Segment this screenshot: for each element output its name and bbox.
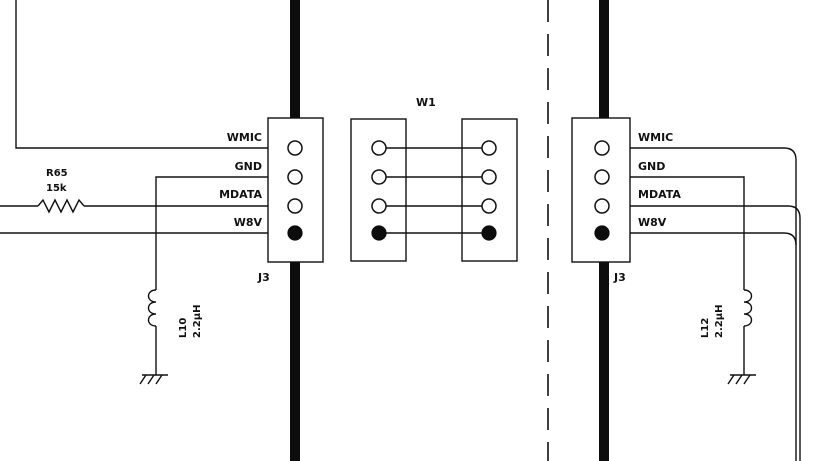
gnd-trace-right bbox=[630, 176, 745, 290]
pin-left-gnd bbox=[287, 169, 303, 185]
jumper-pin-a1 bbox=[371, 140, 387, 156]
jumper-pin-b3 bbox=[481, 198, 497, 214]
pin-label-right-mdata: MDATA bbox=[638, 188, 681, 201]
jumper-pin-b2 bbox=[481, 169, 497, 185]
inductor-left-designator: L10 bbox=[178, 318, 189, 338]
ground-symbol-left bbox=[139, 374, 168, 385]
jumper-pin-a3 bbox=[371, 198, 387, 214]
jumper-designator: W1 bbox=[416, 96, 436, 109]
wmic-trace-left bbox=[15, 0, 285, 149]
resistor-designator: R65 bbox=[46, 168, 68, 179]
ground-symbol-right bbox=[727, 374, 756, 385]
inductor-l12-symbol bbox=[743, 289, 753, 375]
pin-left-wmic bbox=[287, 140, 303, 156]
mdata-trace-right bbox=[630, 205, 801, 461]
inductor-right-designator: L12 bbox=[700, 318, 711, 338]
jumper-pin-b4 bbox=[481, 225, 497, 241]
pin-label-right-gnd: GND bbox=[638, 160, 665, 173]
pin-right-gnd bbox=[594, 169, 610, 185]
inductor-left-value: 2.2µH bbox=[192, 305, 203, 338]
connector-right-designator: J3 bbox=[613, 271, 626, 284]
pin-label-left-wmic: WMIC bbox=[227, 131, 262, 144]
jumper-pin-a2 bbox=[371, 169, 387, 185]
pin-label-left-mdata: MDATA bbox=[219, 188, 262, 201]
connector-left-designator: J3 bbox=[257, 271, 270, 284]
inductor-l10-symbol bbox=[147, 289, 157, 375]
wmic-trace-right bbox=[630, 147, 797, 461]
pin-label-left-gnd: GND bbox=[235, 160, 262, 173]
pin-label-left-w8v: W8V bbox=[234, 216, 263, 229]
jumper-pin-a4 bbox=[371, 225, 387, 241]
resistor-value: 15k bbox=[46, 183, 67, 194]
pin-label-right-w8v: W8V bbox=[638, 216, 667, 229]
pin-left-w8v bbox=[287, 225, 303, 241]
jumper-pin-b1 bbox=[481, 140, 497, 156]
gnd-trace-left bbox=[155, 176, 285, 290]
pin-right-mdata bbox=[594, 198, 610, 214]
pin-label-right-wmic: WMIC bbox=[638, 131, 673, 144]
pin-right-wmic bbox=[594, 140, 610, 156]
w8v-trace-right bbox=[630, 232, 797, 246]
resistor-r65-symbol bbox=[37, 198, 85, 214]
pin-right-w8v bbox=[594, 225, 610, 241]
inductor-right-value: 2.2µH bbox=[714, 305, 725, 338]
pin-left-mdata bbox=[287, 198, 303, 214]
